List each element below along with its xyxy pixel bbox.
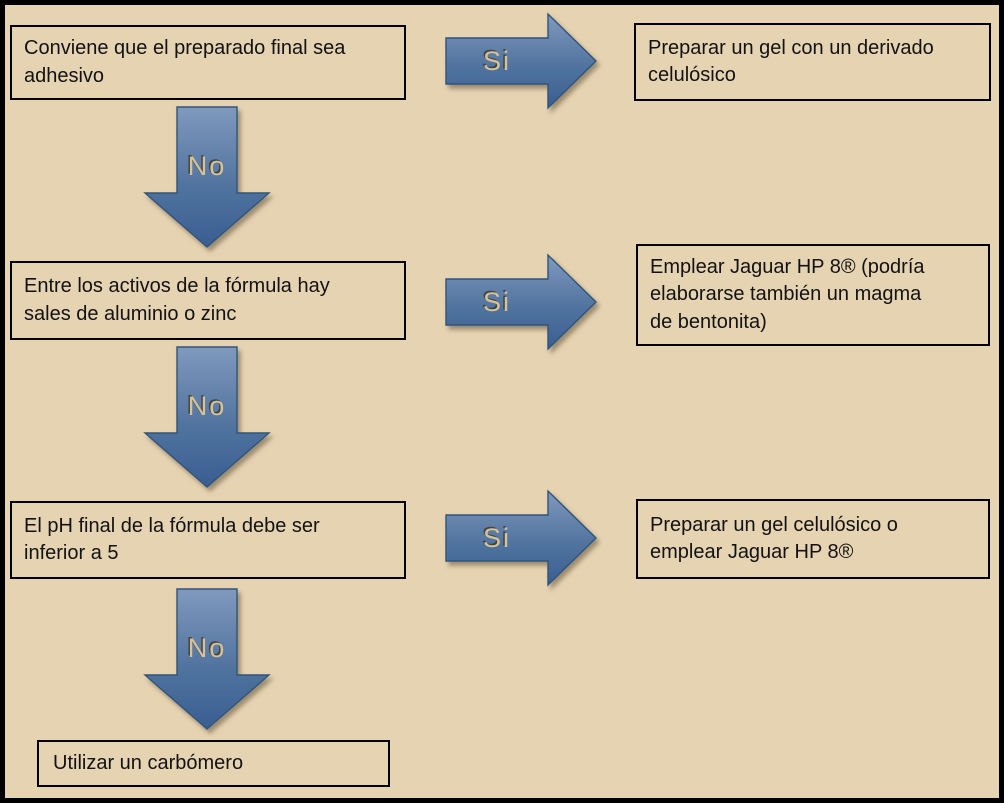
no-label-shadow: No bbox=[186, 390, 225, 420]
yes-label-shadow: Si bbox=[481, 522, 509, 552]
yes-arrow-2: Si Si bbox=[445, 253, 598, 351]
yes-arrow-3: Si Si bbox=[445, 489, 598, 587]
down-arrow-icon bbox=[143, 106, 271, 248]
no-label: No bbox=[188, 391, 227, 421]
no-label: No bbox=[188, 151, 227, 181]
down-arrow-icon bbox=[143, 346, 271, 488]
no-arrow-3: No No bbox=[143, 588, 271, 730]
yes-label-shadow: Si bbox=[481, 45, 509, 75]
yes-label: Si bbox=[483, 287, 511, 317]
no-label: No bbox=[188, 633, 227, 663]
no-arrow-1: No No bbox=[143, 106, 271, 248]
result-box-2: Emplear Jaguar HP 8® (podría elaborarse … bbox=[636, 244, 990, 346]
decision-box-2: Entre los activos de la fórmula hay sale… bbox=[10, 261, 406, 340]
right-arrow-icon bbox=[445, 489, 598, 587]
yes-label-shadow: Si bbox=[481, 286, 509, 316]
decision-box-3: El pH final de la fórmula debe ser infer… bbox=[10, 501, 406, 579]
final-box: Utilizar un carbómero bbox=[37, 740, 390, 787]
right-arrow-icon bbox=[445, 253, 598, 351]
no-arrow-2: No No bbox=[143, 346, 271, 488]
yes-arrow-1: Si Si bbox=[445, 12, 598, 110]
no-label-shadow: No bbox=[186, 150, 225, 180]
yes-label: Si bbox=[483, 523, 511, 553]
result-box-1: Preparar un gel con un derivado celulósi… bbox=[634, 23, 991, 101]
down-arrow-icon bbox=[143, 588, 271, 730]
yes-label: Si bbox=[483, 46, 511, 76]
result-box-3: Preparar un gel celulósico o emplear Jag… bbox=[636, 499, 990, 579]
right-arrow-icon bbox=[445, 12, 598, 110]
decision-box-1: Conviene que el preparado final sea adhe… bbox=[10, 25, 406, 100]
no-label-shadow: No bbox=[186, 632, 225, 662]
